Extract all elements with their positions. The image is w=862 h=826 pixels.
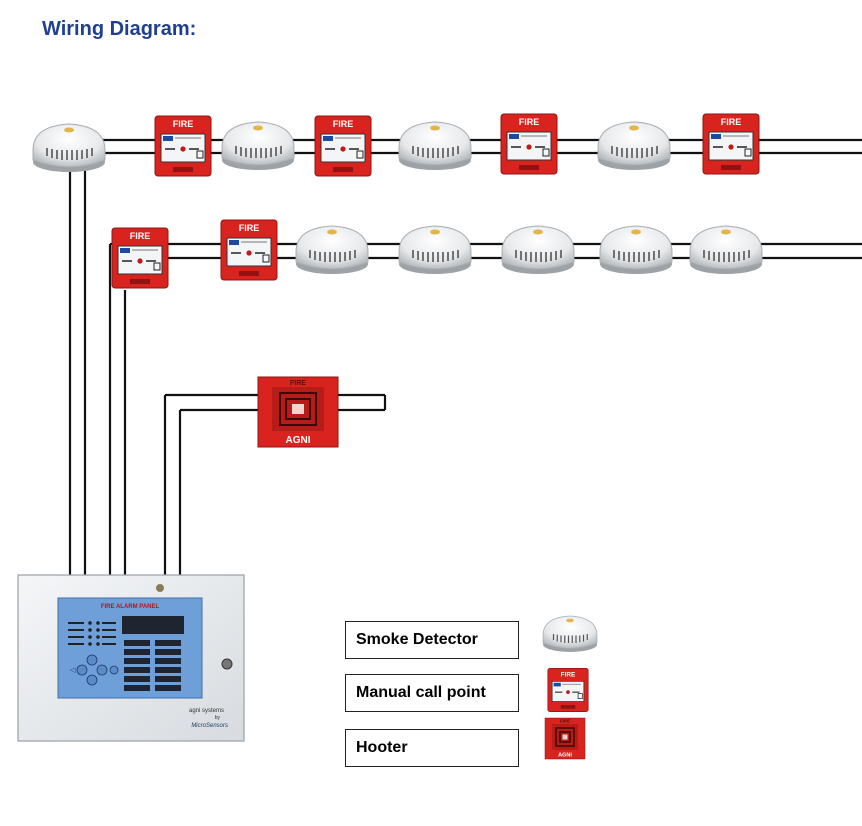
manual-call-point-icon: FIRE bbox=[220, 219, 278, 281]
middle-loop: FIRE FIRE bbox=[111, 219, 763, 289]
smoke-detector-icon bbox=[398, 225, 472, 275]
manual-call-point-icon: FIRE bbox=[500, 113, 558, 175]
legend-manual-call-point: Manual call point bbox=[345, 674, 519, 712]
svg-text:FIRE: FIRE bbox=[561, 671, 576, 678]
svg-text:AGNI: AGNI bbox=[286, 435, 311, 446]
svg-text:agni systems: agni systems bbox=[189, 708, 224, 714]
legend-smoke-detector: Smoke Detector bbox=[345, 621, 519, 659]
legend-smoke-detector-icon bbox=[542, 615, 598, 653]
manual-call-point-icon: FIRE bbox=[314, 115, 372, 177]
svg-text:MicroSensors: MicroSensors bbox=[191, 723, 228, 729]
smoke-detector-icon bbox=[398, 121, 472, 171]
svg-text:FIRE: FIRE bbox=[173, 119, 194, 129]
svg-text:FIRE: FIRE bbox=[333, 119, 354, 129]
hooter-icon: FIRE AGNI bbox=[257, 376, 339, 448]
svg-text:FIRE: FIRE bbox=[519, 117, 540, 127]
svg-text:FIRE: FIRE bbox=[130, 231, 151, 241]
smoke-detector-icon bbox=[221, 121, 295, 171]
svg-text:FIRE: FIRE bbox=[560, 719, 570, 724]
svg-text:FIRE ALARM PANEL: FIRE ALARM PANEL bbox=[101, 604, 160, 610]
svg-text:FIRE: FIRE bbox=[290, 380, 306, 387]
top-loop: FIRE FIRE FIRE FIRE bbox=[32, 113, 760, 177]
smoke-detector-icon bbox=[295, 225, 369, 275]
svg-text:◁: ◁ bbox=[70, 667, 76, 674]
wires bbox=[68, 138, 862, 575]
legend-manual-call-point-icon: FIRE bbox=[547, 667, 589, 713]
legend-hooter-icon: FIRE AGNI bbox=[544, 717, 586, 760]
smoke-detector-icon bbox=[689, 225, 763, 275]
svg-text:FIRE: FIRE bbox=[239, 223, 260, 233]
manual-call-point-icon: FIRE bbox=[702, 113, 760, 175]
smoke-detector-icon bbox=[32, 123, 106, 173]
diagram-title: Wiring Diagram: bbox=[42, 18, 197, 40]
manual-call-point-icon: FIRE bbox=[154, 115, 212, 177]
smoke-detector-icon bbox=[597, 121, 671, 171]
manual-call-point-icon: FIRE bbox=[111, 227, 169, 289]
legend-hooter: Hooter bbox=[345, 729, 519, 767]
smoke-detector-icon bbox=[599, 225, 673, 275]
svg-text:FIRE: FIRE bbox=[721, 117, 742, 127]
smoke-detector-icon bbox=[501, 225, 575, 275]
svg-text:AGNI: AGNI bbox=[558, 753, 572, 759]
fire-alarm-panel: FIRE ALARM PANEL bbox=[17, 574, 245, 742]
svg-text:by: by bbox=[215, 715, 221, 721]
